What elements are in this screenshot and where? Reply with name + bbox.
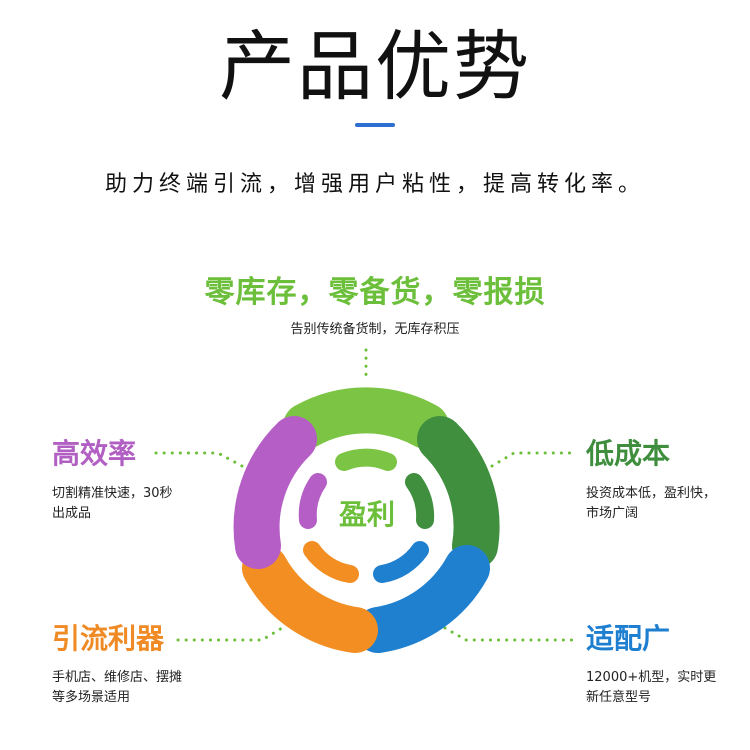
outer-segment-left (233, 416, 317, 569)
feature-traffic-title: 引流利器 (52, 622, 165, 655)
connector-left1 (154, 451, 244, 468)
feature-efficiency-desc: 切割精准快速，30秒出成品 (52, 486, 173, 521)
feature-low-cost-desc: 投资成本低，盈利快，市场广阔 (586, 486, 717, 521)
inner-segment-right (405, 473, 435, 529)
feature-efficiency-title: 高效率 (52, 437, 137, 470)
connector-left2 (176, 626, 284, 642)
feature-compat-title: 适配广 (586, 622, 671, 655)
inner-segment-bottom-left (303, 541, 359, 583)
feature-top-desc: 告别传统备货制，无库存积压 (290, 322, 460, 337)
connector-right1 (490, 451, 577, 468)
outer-segment-right (417, 416, 500, 569)
page-title: 产品优势 (219, 22, 531, 111)
inner-segment-top (335, 448, 397, 471)
feature-compat-desc: 12000+机型，实时更新任意型号 (586, 670, 717, 705)
inner-segment-left (298, 473, 327, 529)
outer-segment-bottom-right (355, 545, 490, 653)
feature-traffic-desc: 手机店、维修店、摆摊等多场景适用 (52, 670, 183, 705)
inner-segment-bottom-right (373, 541, 429, 583)
page-subtitle: 助力终端引流，增强用户粘性，提高转化率。 (104, 172, 645, 197)
outer-segment-top (283, 387, 449, 449)
center-label: 盈利 (338, 498, 395, 531)
title-underline (355, 123, 395, 127)
feature-top-title: 零库存，零备货，零报损 (204, 275, 546, 310)
feature-low-cost-title: 低成本 (586, 437, 671, 470)
connector-right2 (443, 626, 577, 642)
outer-segment-bottom-left (242, 545, 378, 653)
